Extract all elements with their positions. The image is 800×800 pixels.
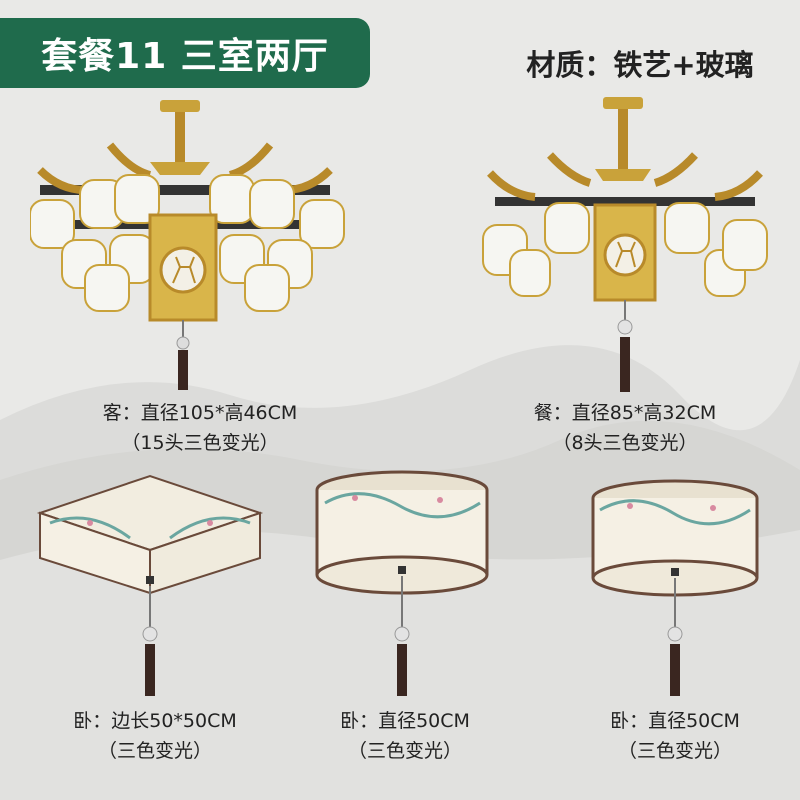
spec-size: 卧：直径50CM xyxy=(610,710,740,732)
dining-room-spec: 餐：直径85*高32CM （8头三色变光） xyxy=(480,398,770,458)
spec-light: （三色变光） xyxy=(347,740,462,762)
living-room-spec: 客：直径105*高46CM （15头三色变光） xyxy=(60,398,340,458)
round-ceiling-lamp-icon xyxy=(315,470,489,696)
spec-size: 卧：直径50CM xyxy=(340,710,470,732)
spec-light: （三色变光） xyxy=(97,740,212,762)
chandelier-8-head-icon xyxy=(482,97,768,392)
spec-light: （8头三色变光） xyxy=(552,432,698,454)
bedroom-1-spec: 卧：边长50*50CM （三色变光） xyxy=(40,706,270,766)
material-label: 材质：铁艺+玻璃 xyxy=(526,48,754,82)
bedroom-3-spec: 卧：直径50CM （三色变光） xyxy=(575,706,775,766)
square-ceiling-lamp-icon xyxy=(36,474,264,696)
round-ceiling-lamp-icon xyxy=(591,479,759,696)
spec-size: 餐：直径85*高32CM xyxy=(533,402,717,424)
bedroom-2-spec: 卧：直径50CM （三色变光） xyxy=(305,706,505,766)
chandelier-15-head-icon xyxy=(30,100,345,390)
spec-light: （三色变光） xyxy=(617,740,732,762)
spec-light: （15头三色变光） xyxy=(121,432,279,454)
spec-size: 卧：边长50*50CM xyxy=(73,710,237,732)
package-title-badge: 套餐11 三室两厅 xyxy=(0,18,370,88)
spec-size: 客：直径105*高46CM xyxy=(102,402,298,424)
